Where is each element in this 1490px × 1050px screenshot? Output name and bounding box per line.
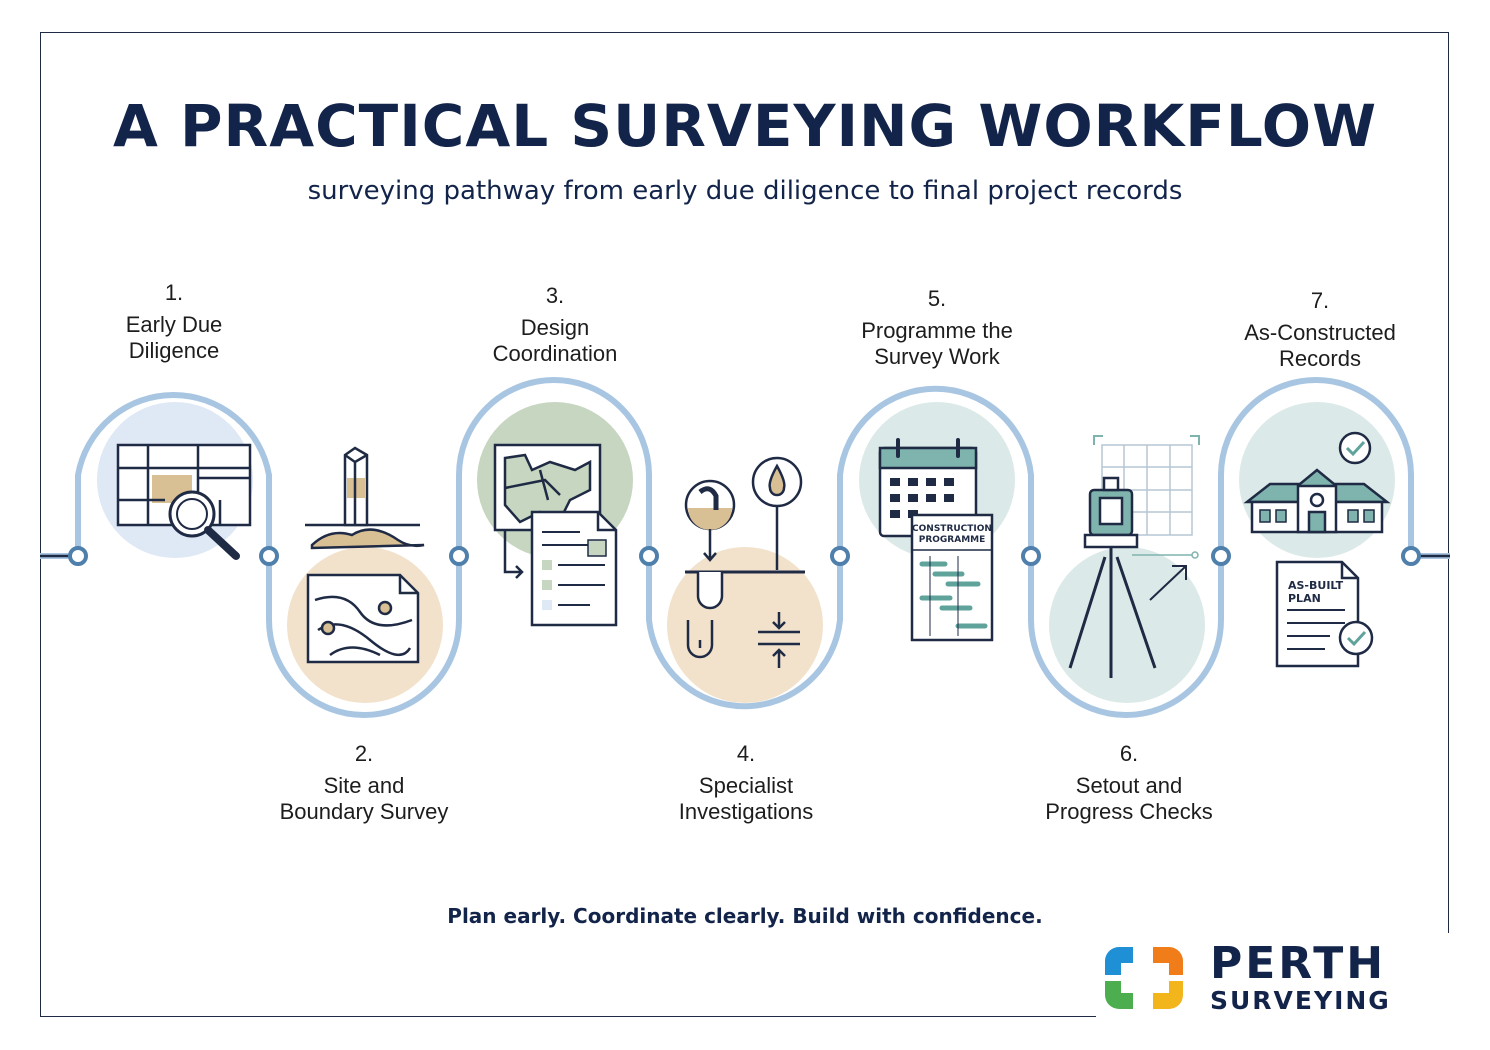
workflow-path: [40, 377, 1450, 718]
asbuilt-text-line1: AS-BUILT: [1288, 579, 1344, 592]
logo-quadrant-green: [1105, 981, 1133, 1009]
logo-quadrant-blue: [1105, 947, 1133, 975]
path-node: [1021, 546, 1041, 566]
programme-text-line2: PROGRAMME: [919, 535, 986, 545]
path-node: [639, 546, 659, 566]
survey-peg-topographic-map-icon: [305, 446, 425, 664]
path-node: [1401, 546, 1421, 566]
logo-wordmark-line1: PERTH: [1210, 938, 1387, 989]
step-number: 5.: [927, 286, 947, 311]
logo-quadrant-yellow: [1153, 981, 1183, 1009]
path-node: [1211, 546, 1231, 566]
step-5-label: 5. Programme the Survey Work: [817, 286, 1057, 370]
step-title: As-Constructed Records: [1244, 320, 1396, 371]
step-6-label: 6. Setout and Progress Checks: [1009, 741, 1249, 825]
underground-investigation-icon: [684, 456, 805, 668]
step-3-label: 3. Design Coordination: [435, 283, 675, 367]
tagline: Plan early. Coordinate clearly. Build wi…: [447, 904, 1043, 928]
perth-surveying-logo-icon: [1105, 947, 1183, 1009]
step-number: 2.: [354, 741, 374, 766]
step-title: Programme the Survey Work: [861, 318, 1013, 369]
step-number: 6.: [1119, 741, 1139, 766]
path-node: [259, 546, 279, 566]
map-magnifier-icon: [116, 443, 252, 560]
step-1-label: 1. Early Due Diligence: [54, 280, 294, 364]
step4-backdrop: [667, 547, 823, 703]
site-plan-documents-icon: [493, 443, 618, 627]
page-subtitle: surveying pathway from early due diligen…: [307, 176, 1183, 206]
step-title: Specialist Investigations: [678, 773, 814, 824]
total-station-icon: [1068, 435, 1200, 678]
step-number: 3.: [545, 283, 565, 308]
step-2-label: 2. Site and Boundary Survey: [244, 741, 484, 825]
step-7-label: 7. As-Constructed Records: [1200, 288, 1440, 372]
building-as-built-plan-icon: [1243, 431, 1391, 668]
path-node: [449, 546, 469, 566]
step-number: 4.: [736, 741, 756, 766]
logo-quadrant-orange: [1153, 947, 1183, 975]
path-node: [68, 546, 88, 566]
path-node: [830, 546, 850, 566]
step-4-label: 4. Specialist Investigations: [626, 741, 866, 825]
logo-wordmark-line2: SURVEYING: [1210, 986, 1391, 1015]
step-title: Early Due Diligence: [125, 312, 223, 363]
programme-text-line1: CONSTRUCTION: [912, 524, 992, 534]
step-title: Setout and Progress Checks: [1045, 773, 1213, 824]
page-title: A PRACTICAL SURVEYING WORKFLOW: [112, 92, 1378, 160]
step-number: 1.: [164, 280, 184, 305]
calendar-gantt-icon: [878, 438, 994, 642]
step-title: Design Coordination: [492, 315, 618, 366]
poster-frame: [40, 32, 1449, 1017]
asbuilt-text-line2: PLAN: [1288, 592, 1321, 605]
step-title: Site and Boundary Survey: [279, 773, 449, 824]
step-number: 7.: [1310, 288, 1330, 313]
